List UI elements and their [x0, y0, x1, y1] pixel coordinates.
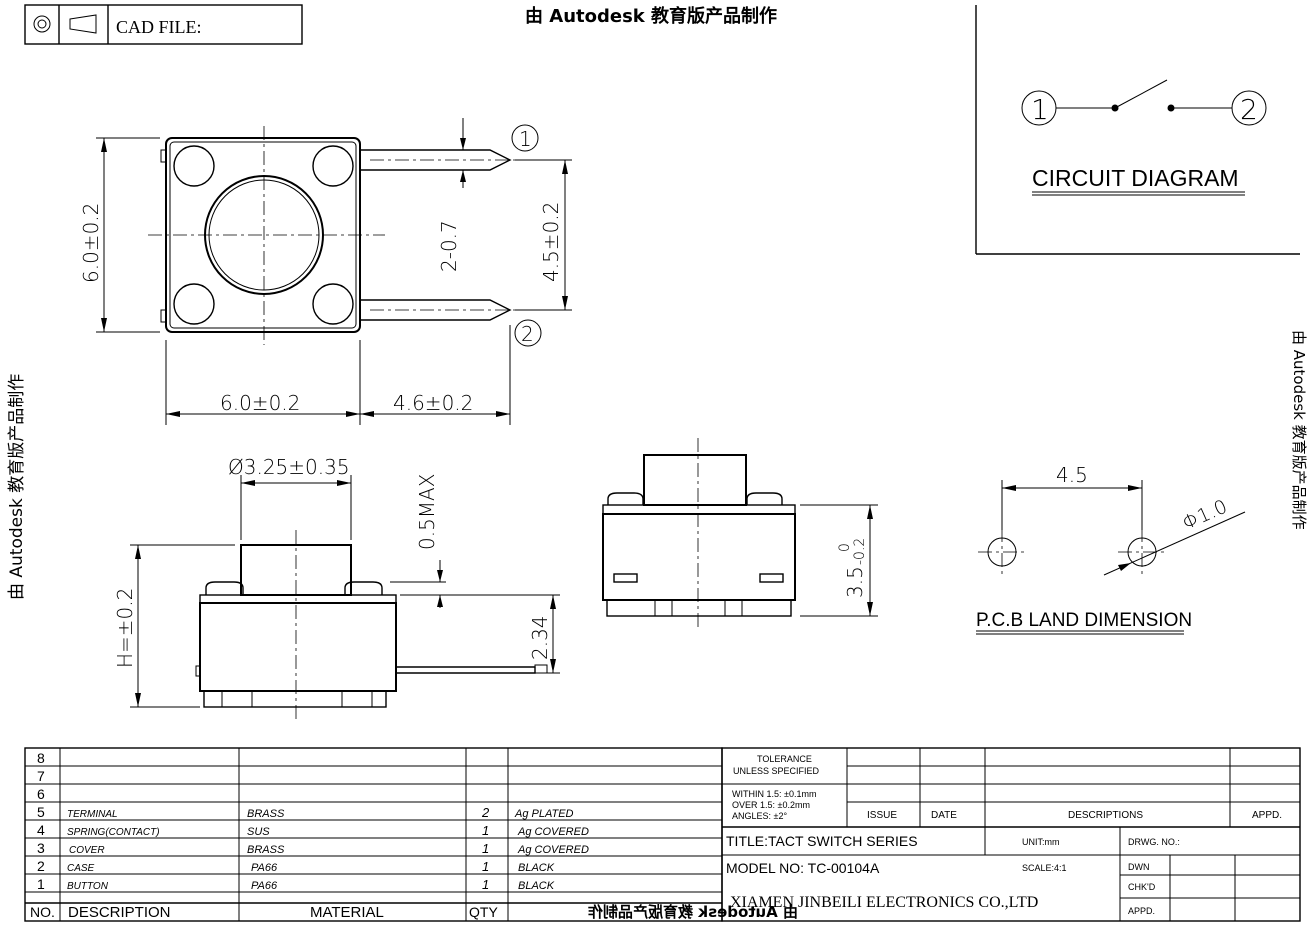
appd-label: APPD.	[1128, 906, 1155, 916]
bom-row-5-desc: TERMINAL	[67, 809, 118, 820]
bom-row-1-no: 1	[37, 876, 45, 892]
pcb-title: P.C.B LAND DIMENSION	[976, 610, 1192, 631]
watermark-bottom-mirrored: 由 Autodesk 教育版产品制作	[588, 903, 798, 921]
top-pin2-label: 2	[521, 322, 534, 346]
bom-row-4-note: Ag COVERED	[517, 826, 589, 838]
unit-label: UNIT:mm	[1022, 837, 1060, 847]
side-max-dim: 0.5MAX	[415, 474, 439, 550]
drawing-title: TITLE:TACT SWITCH SERIES	[726, 833, 918, 849]
bom-header-qty: QTY	[469, 904, 498, 920]
bom-row-2-no: 2	[37, 858, 45, 874]
bom-header-desc: DESCRIPTION	[68, 904, 171, 921]
watermark-right: 由 Autodesk 教育版产品制作	[1290, 330, 1308, 530]
top-width-dim: 6.0±0.2	[220, 391, 300, 415]
issue-header: ISSUE	[867, 810, 897, 821]
bom-row-1-qty: 1	[482, 877, 489, 892]
circuit-diagram-box: 1 2 CIRCUIT DIAGRAM	[975, 5, 1300, 255]
bom-row-1-desc: BUTTON	[67, 881, 109, 892]
tolerance-over: OVER 1.5: ±0.2mm	[732, 800, 810, 810]
circuit-pin2-label: 2	[1240, 93, 1258, 126]
projection-symbol-icon	[33, 14, 97, 34]
top-lead-dim: 4.6±0.2	[393, 391, 473, 415]
front-height-dim: 3.5	[843, 566, 867, 598]
bom-row-3-no: 3	[37, 840, 45, 856]
chkd-label: CHK'D	[1128, 882, 1156, 892]
bom-row-5-note: Ag PLATED	[514, 808, 574, 820]
top-pitch-dim: 4.5±0.2	[539, 202, 563, 282]
bom-row-4-material: SUS	[247, 826, 270, 838]
cad-file-label: CAD FILE:	[116, 17, 202, 37]
pcb-hole-dim: Φ1.0	[1179, 496, 1230, 535]
bom-row-4-no: 4	[37, 822, 45, 838]
tolerance-line2: UNLESS SPECIFIED	[733, 766, 820, 776]
bom-header-material: MATERIAL	[310, 904, 384, 921]
top-view: 1 2 6.0±0.2 6.0±0.2 4.6±0.2 4.5±0.2 2	[79, 118, 572, 425]
side-base-dim: 2.34	[528, 615, 552, 660]
scale-label: SCALE:4:1	[1022, 863, 1067, 873]
tolerance-line1: TOLERANCE	[757, 754, 812, 764]
circuit-pin1-label: 1	[1031, 93, 1049, 126]
circuit-title: CIRCUIT DIAGRAM	[1032, 165, 1239, 191]
dwn-label: DWN	[1128, 862, 1150, 872]
top-pin-dia-dim: 2-0.7	[437, 220, 461, 272]
bom-row-4-qty: 1	[482, 823, 489, 838]
pcb-land: 4.5 Φ1.0 P.C.B LAND DIMENSION	[976, 463, 1246, 635]
appd-header-top: APPD.	[1252, 810, 1282, 821]
side-plunger-dim: Ø3.25±0.35	[228, 455, 350, 479]
cad-file-box: CAD FILE:	[24, 4, 303, 45]
model-number: MODEL NO: TC-00104A	[726, 860, 880, 876]
bom-row-2-note: BLACK	[518, 862, 555, 874]
top-height-dim: 6.0±0.2	[79, 203, 103, 283]
bom-row-3-note: Ag COVERED	[517, 844, 589, 856]
bom-empty-row-6: 6	[37, 786, 45, 802]
bom-row-2-desc: CASE	[67, 863, 95, 874]
front-height-tol-upper: 0	[837, 543, 853, 552]
side-height-dim: H=±0.2	[113, 588, 137, 668]
date-header: DATE	[931, 810, 957, 821]
bom-row-2-qty: 1	[482, 859, 489, 874]
bom-table: 8 7 6 5 TERMINAL BRASS 2 Ag PLATED 4 SPR…	[24, 747, 798, 922]
company-name: XIAMEN JINBEILI ELECTRONICS CO.,LTD	[730, 894, 1038, 911]
bom-empty-row-7: 7	[37, 768, 45, 784]
bom-row-1-note: BLACK	[518, 880, 555, 892]
watermark-top: 由 Autodesk 教育版产品制作	[525, 5, 777, 27]
bom-empty-row-8: 8	[37, 750, 45, 766]
drwg-no-label: DRWG. NO.:	[1128, 837, 1180, 847]
bom-row-5-no: 5	[37, 804, 45, 820]
bom-row-3-qty: 1	[482, 841, 489, 856]
descriptions-header: DESCRIPTIONS	[1068, 810, 1143, 821]
pcb-spacing-dim: 4.5	[1056, 463, 1088, 487]
bom-header-no: NO.	[30, 904, 55, 920]
bom-row-1-material: PA66	[251, 880, 278, 892]
side-view: Ø3.25±0.35 0.5MAX H=±0.2 2.34	[113, 455, 560, 722]
tolerance-within: WITHIN 1.5: ±0.1mm	[732, 789, 816, 799]
front-view: 3.5 0 -0.2	[602, 438, 878, 628]
title-block: TOLERANCE UNLESS SPECIFIED WITHIN 1.5: ±…	[721, 747, 1301, 922]
bom-row-5-qty: 2	[481, 805, 490, 820]
bom-row-4-desc: SPRING(CONTACT)	[67, 827, 160, 838]
front-height-tol-lower: -0.2	[852, 538, 868, 565]
bom-row-5-material: BRASS	[247, 808, 285, 820]
bom-row-3-desc: COVER	[69, 845, 105, 856]
bom-row-3-material: BRASS	[247, 844, 285, 856]
top-pin1-label: 1	[519, 127, 532, 151]
bom-row-2-material: PA66	[251, 862, 278, 874]
watermark-left: 由 Autodesk 教育版产品制作	[7, 374, 27, 600]
tolerance-angles: ANGLES: ±2°	[732, 811, 787, 821]
